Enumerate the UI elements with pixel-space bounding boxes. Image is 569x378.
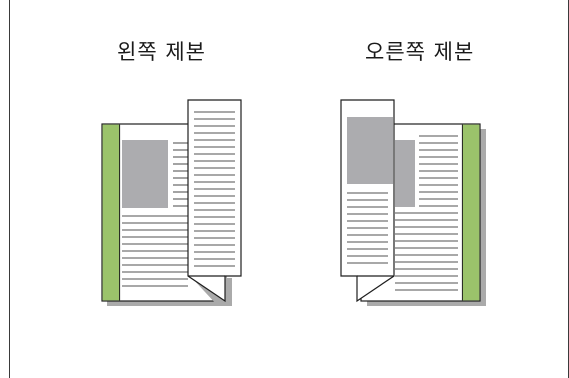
right-front-text: [347, 192, 388, 264]
right-image-block: [347, 117, 393, 184]
right-binding-label: 오른쪽 제본: [365, 40, 475, 64]
left-image-block: [122, 140, 168, 208]
left-front-page: [187, 99, 242, 303]
left-binding-strip: [102, 124, 120, 301]
right-binding-strip: [462, 124, 480, 301]
left-binding-diagram: [101, 99, 242, 306]
left-back-text-short: [173, 142, 188, 207]
right-back-text: [395, 135, 458, 291]
left-front-text: [194, 111, 235, 267]
right-binding-diagram: [340, 99, 486, 306]
left-back-text-long: [122, 215, 188, 287]
left-binding-label: 왼쪽 제본: [117, 40, 206, 64]
right-back-image-block: [395, 140, 415, 207]
